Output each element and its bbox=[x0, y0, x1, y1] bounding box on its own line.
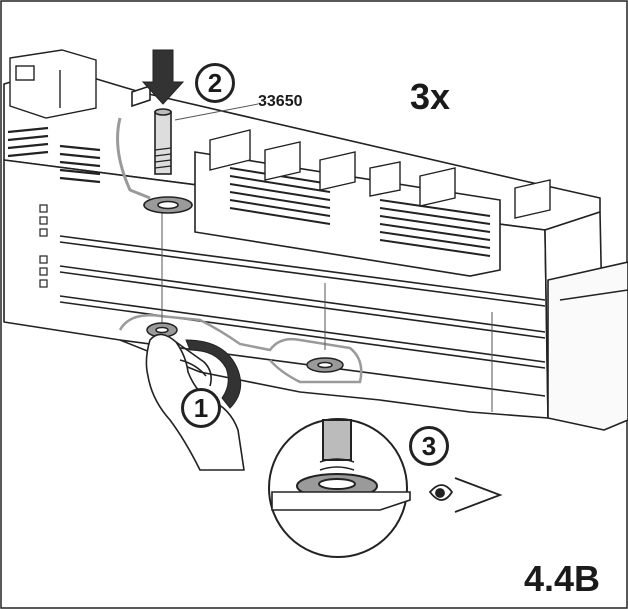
washers bbox=[146, 322, 344, 373]
left-vents bbox=[7, 126, 101, 184]
part-number-label: 33650 bbox=[258, 93, 303, 110]
mounting-bracket bbox=[118, 314, 363, 384]
screw-assembly bbox=[116, 84, 193, 214]
detail-magnifier bbox=[268, 418, 411, 558]
figure-id-label: 4.4B bbox=[524, 558, 601, 599]
indicator-squares bbox=[39, 204, 48, 288]
step-3-badge: 3 bbox=[409, 426, 449, 466]
press-down-arrow-icon bbox=[141, 49, 185, 105]
step-2-badge: 2 bbox=[195, 63, 235, 103]
top-left-connector bbox=[9, 49, 97, 119]
multiplier-label: 3x bbox=[410, 76, 451, 117]
rotate-arrow-icon bbox=[185, 339, 242, 409]
step-1-badge: 1 bbox=[181, 388, 221, 428]
guide-lines bbox=[161, 103, 493, 412]
eye-view-icon bbox=[428, 477, 503, 513]
terminal-blocks bbox=[209, 129, 551, 219]
